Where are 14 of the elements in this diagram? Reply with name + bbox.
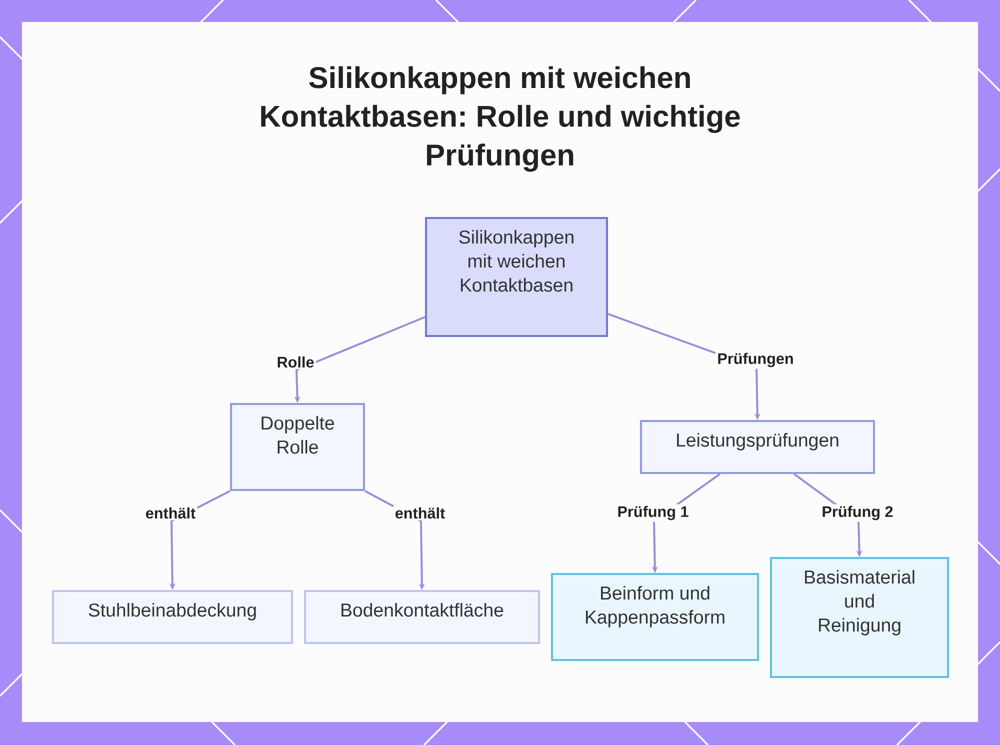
leaf-box: Stuhlbeinabdeckung — [52, 590, 293, 644]
branch-box: Doppelte Rolle — [230, 403, 365, 491]
root-box: Silikonkappen mit weichen Kontaktbasen — [425, 217, 608, 337]
edge-label: enthält — [393, 506, 447, 520]
edge-label: Prüfung 2 — [820, 504, 895, 522]
edge-label: Prüfungen — [716, 351, 796, 369]
leaf-box: Basismaterial und Reinigung — [770, 557, 950, 678]
title: Silikonkappen mit weichen Kontaktbasen: Rolle und wichtige Prüfungen — [261, 66, 740, 172]
leaf-box: Beinform und Kappenpassform — [551, 573, 760, 661]
leaf-box: Bodenkontaktfläche — [304, 590, 540, 644]
branch-box: Leistungsprüfungen — [640, 420, 875, 474]
edge-label: enthält — [144, 506, 198, 520]
edge-label: Prüfung 1 — [616, 504, 690, 522]
edge-label: Rolle — [275, 354, 316, 370]
